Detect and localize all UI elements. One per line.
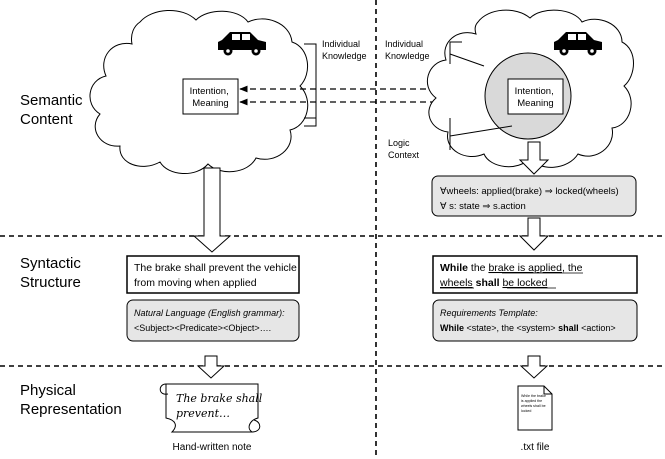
template-title: Requirements Template: (440, 308, 538, 318)
requirement-line-1: While the brake is applied, the (440, 262, 583, 274)
row-label-semantic: Semantic Content (20, 92, 87, 128)
left-sentence-text: The brake shall prevent the vehicle from… (134, 262, 300, 289)
right-caption: .txt file (521, 442, 550, 453)
logic-formula-1: ∀wheels: applied(brake) ⇒ locked(wheels) (440, 186, 619, 197)
right-car-icon (554, 32, 602, 56)
left-grammar-title: Natural Language (English grammar): (134, 308, 285, 318)
left-grammar-body: <Subject><Predicate><Object>…. (134, 323, 271, 333)
handwritten-note-icon (159, 383, 261, 433)
logic-formula-2: ∀ s: state ⇒ s.action (440, 201, 526, 212)
logic-context-bracket (449, 118, 513, 150)
right-knowledge-label: Individual Knowledge (385, 39, 430, 61)
requirement-sentence-box (432, 255, 638, 294)
row-label-physical: Physical Representation (20, 382, 122, 418)
requirements-template-panel (432, 299, 638, 342)
left-knowledge-bracket (304, 43, 317, 127)
txt-file-icon (517, 385, 553, 431)
logic-context-label: Logic Context (388, 138, 420, 160)
template-body: While <state>, the <system> shall <actio… (440, 323, 616, 333)
left-flow-arrow-2 (196, 355, 226, 379)
requirement-line-2: wheels shall be locked (439, 277, 548, 289)
left-intention-text: Intention, Meaning (190, 86, 232, 109)
left-sentence-box (126, 255, 300, 294)
row-label-syntactic: Syntactic Structure (20, 255, 85, 291)
left-caption: Hand-written note (173, 442, 252, 453)
right-intention-box (507, 78, 564, 115)
right-flow-arrow-3 (519, 355, 549, 379)
txt-file-contents: While the brake is applied the wheels sh… (521, 394, 547, 413)
right-intention-text: Intention, Meaning (515, 86, 557, 109)
logic-formula-panel (431, 175, 637, 217)
right-flow-arrow-1 (518, 141, 550, 175)
left-knowledge-label: Individual Knowledge (322, 39, 367, 61)
left-flow-arrow-1 (192, 167, 232, 253)
left-car-icon (218, 32, 266, 56)
right-knowledge-bracket (449, 41, 485, 67)
right-flow-arrow-2 (518, 217, 550, 251)
left-intention-box (182, 78, 239, 115)
left-grammar-panel (126, 299, 300, 342)
handwritten-note-text: The brake shall prevent… (176, 392, 266, 420)
